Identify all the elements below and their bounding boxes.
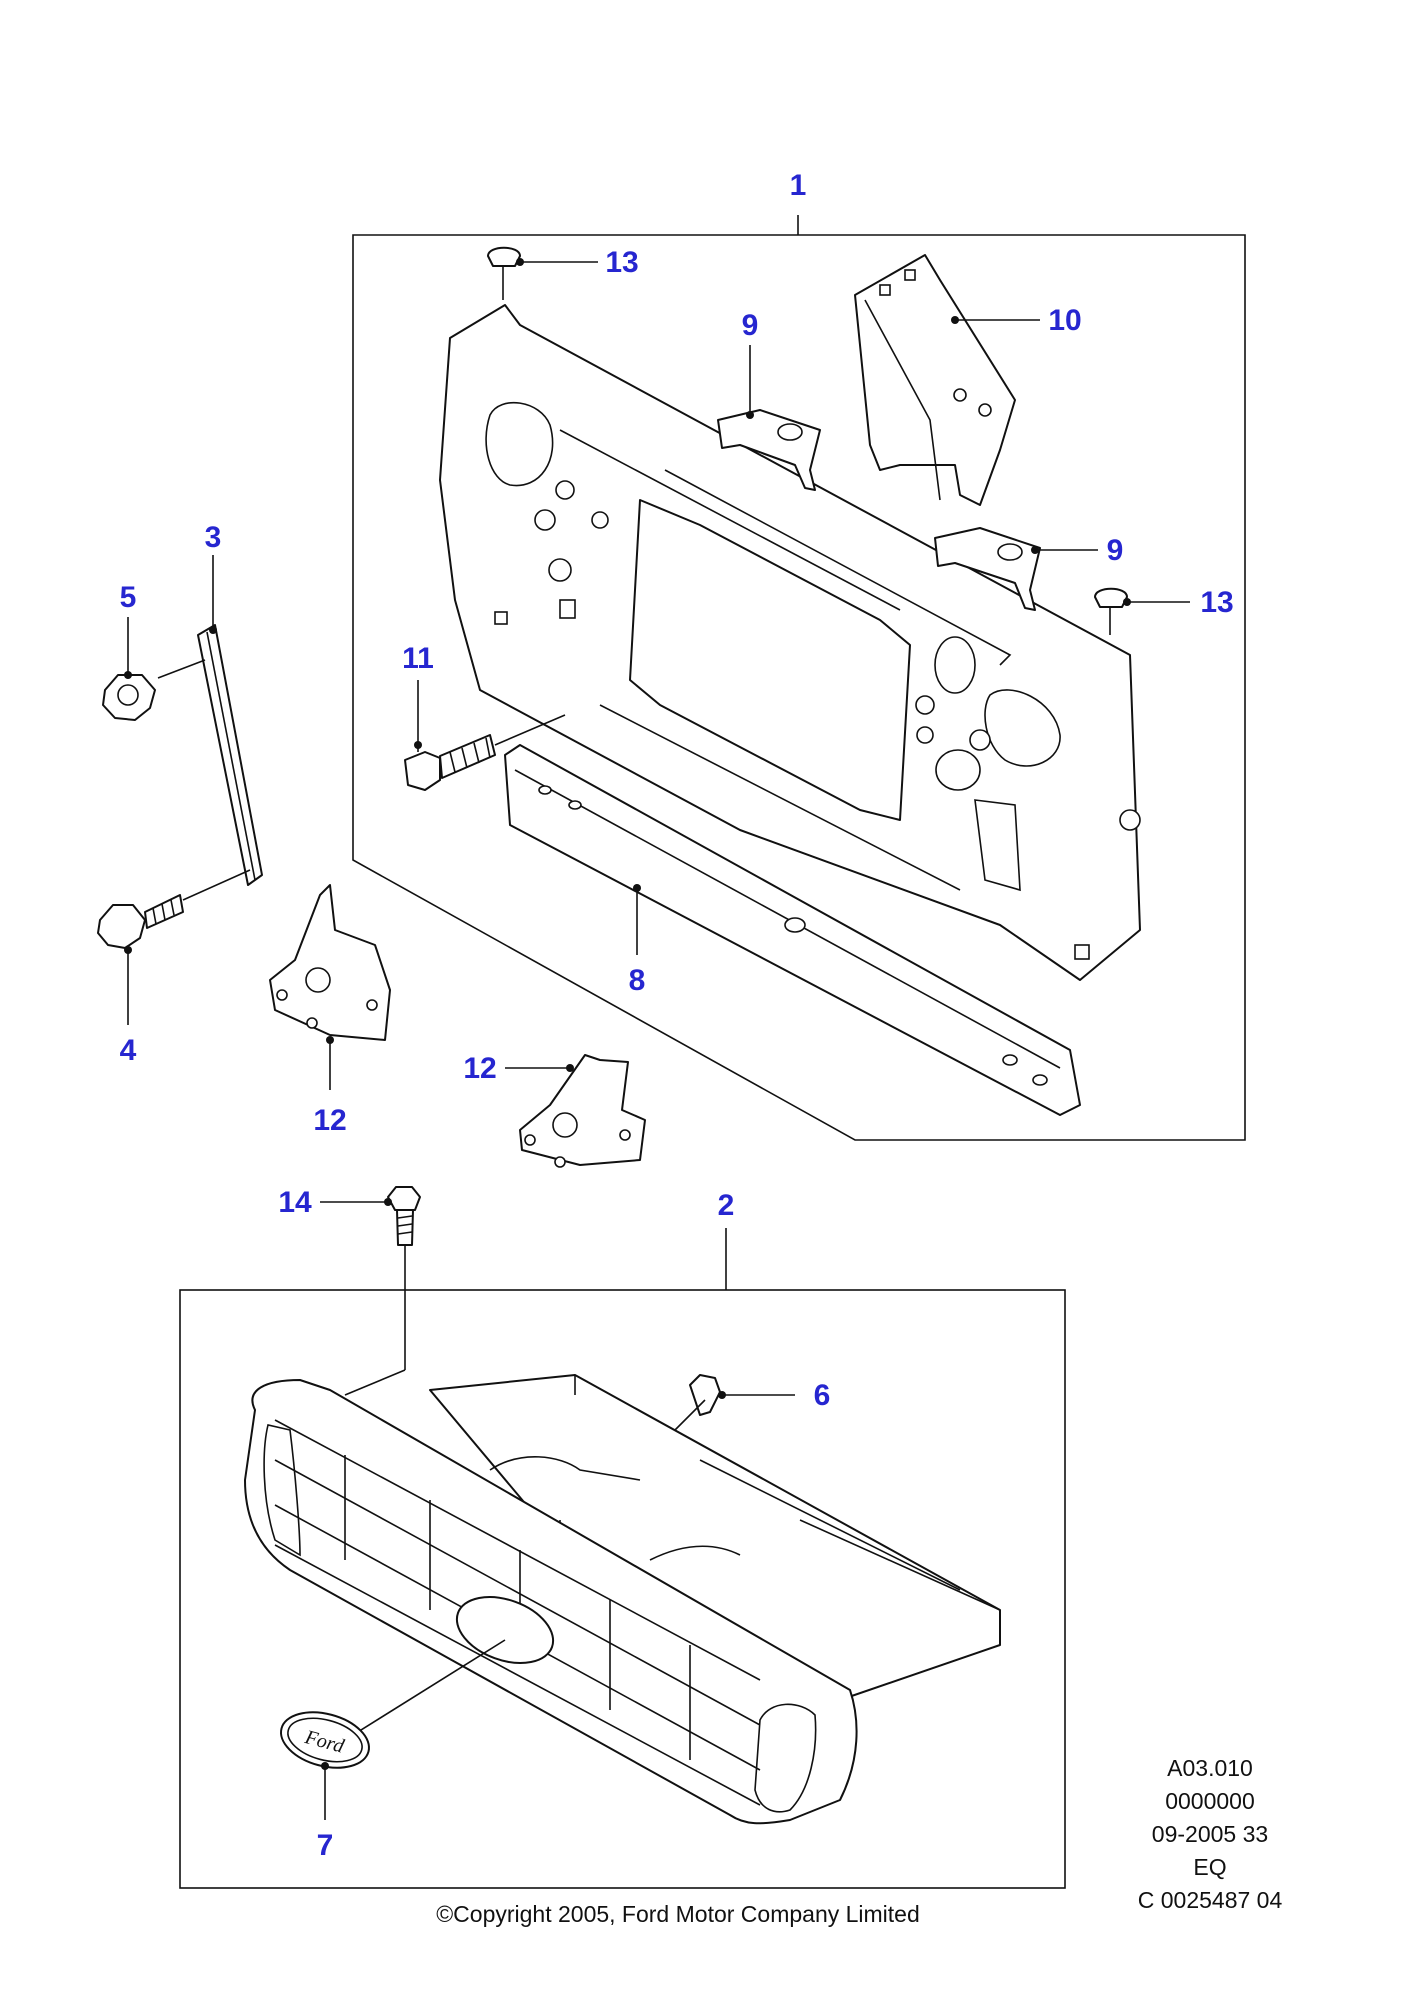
- callout-14: 14: [278, 1186, 312, 1219]
- ref-line-4: EQ: [1193, 1854, 1226, 1880]
- radiator-support-panel: [439, 304, 1141, 981]
- callout-10: 10: [1048, 304, 1081, 337]
- leader-lines: [124, 258, 1190, 1820]
- callout-2: 2: [718, 1189, 735, 1222]
- strip-3: [197, 624, 263, 886]
- callout-8: 8: [629, 964, 646, 997]
- bracket-9-upper: [717, 409, 821, 491]
- callout-1: 1: [790, 169, 807, 202]
- ref-line-5: C 0025487 04: [1138, 1887, 1283, 1913]
- callout-4: 4: [120, 1034, 137, 1067]
- bracket-9-lower: [934, 527, 1041, 611]
- grille: [244, 1374, 1001, 1825]
- callout-6: 6: [814, 1379, 831, 1412]
- callout-9-lower: 9: [1107, 534, 1124, 567]
- crossmember-8: [504, 744, 1081, 1116]
- nut-5: [102, 659, 206, 721]
- reference-block: A03.010 0000000 09-2005 33 EQ C 0025487 …: [1138, 1755, 1283, 1913]
- callout-9-upper: 9: [742, 309, 759, 342]
- copyright: ©Copyright 2005, Ford Motor Company Limi…: [436, 1901, 920, 1927]
- bracket-10: [854, 254, 1016, 506]
- callout-11: 11: [402, 642, 434, 675]
- callout-12-left: 12: [313, 1104, 346, 1137]
- clip-6: [674, 1374, 721, 1431]
- plug-13-upper: [487, 246, 521, 300]
- callout-7: 7: [317, 1829, 334, 1862]
- bolt-11: [404, 714, 566, 791]
- callout-13-lower: 13: [1200, 586, 1233, 619]
- emblem-7: Ford: [280, 1711, 370, 1769]
- ref-line-3: 09-2005 33: [1152, 1821, 1268, 1847]
- ref-line-1: A03.010: [1167, 1755, 1253, 1781]
- callout-5: 5: [120, 581, 137, 614]
- callout-12-right: 12: [463, 1052, 496, 1085]
- bracket-12-left: [269, 884, 391, 1041]
- assembly-2-frame: [179, 1289, 1066, 1889]
- callout-3: 3: [205, 521, 222, 554]
- plug-13-lower: [1094, 587, 1128, 635]
- assembly-1-frame: [352, 234, 1246, 1141]
- bracket-12-right: [519, 1054, 646, 1168]
- callout-13-upper: 13: [605, 246, 638, 279]
- bolt-4: [97, 869, 251, 949]
- ref-line-2: 0000000: [1165, 1788, 1255, 1814]
- bolt-14: [344, 1186, 421, 1396]
